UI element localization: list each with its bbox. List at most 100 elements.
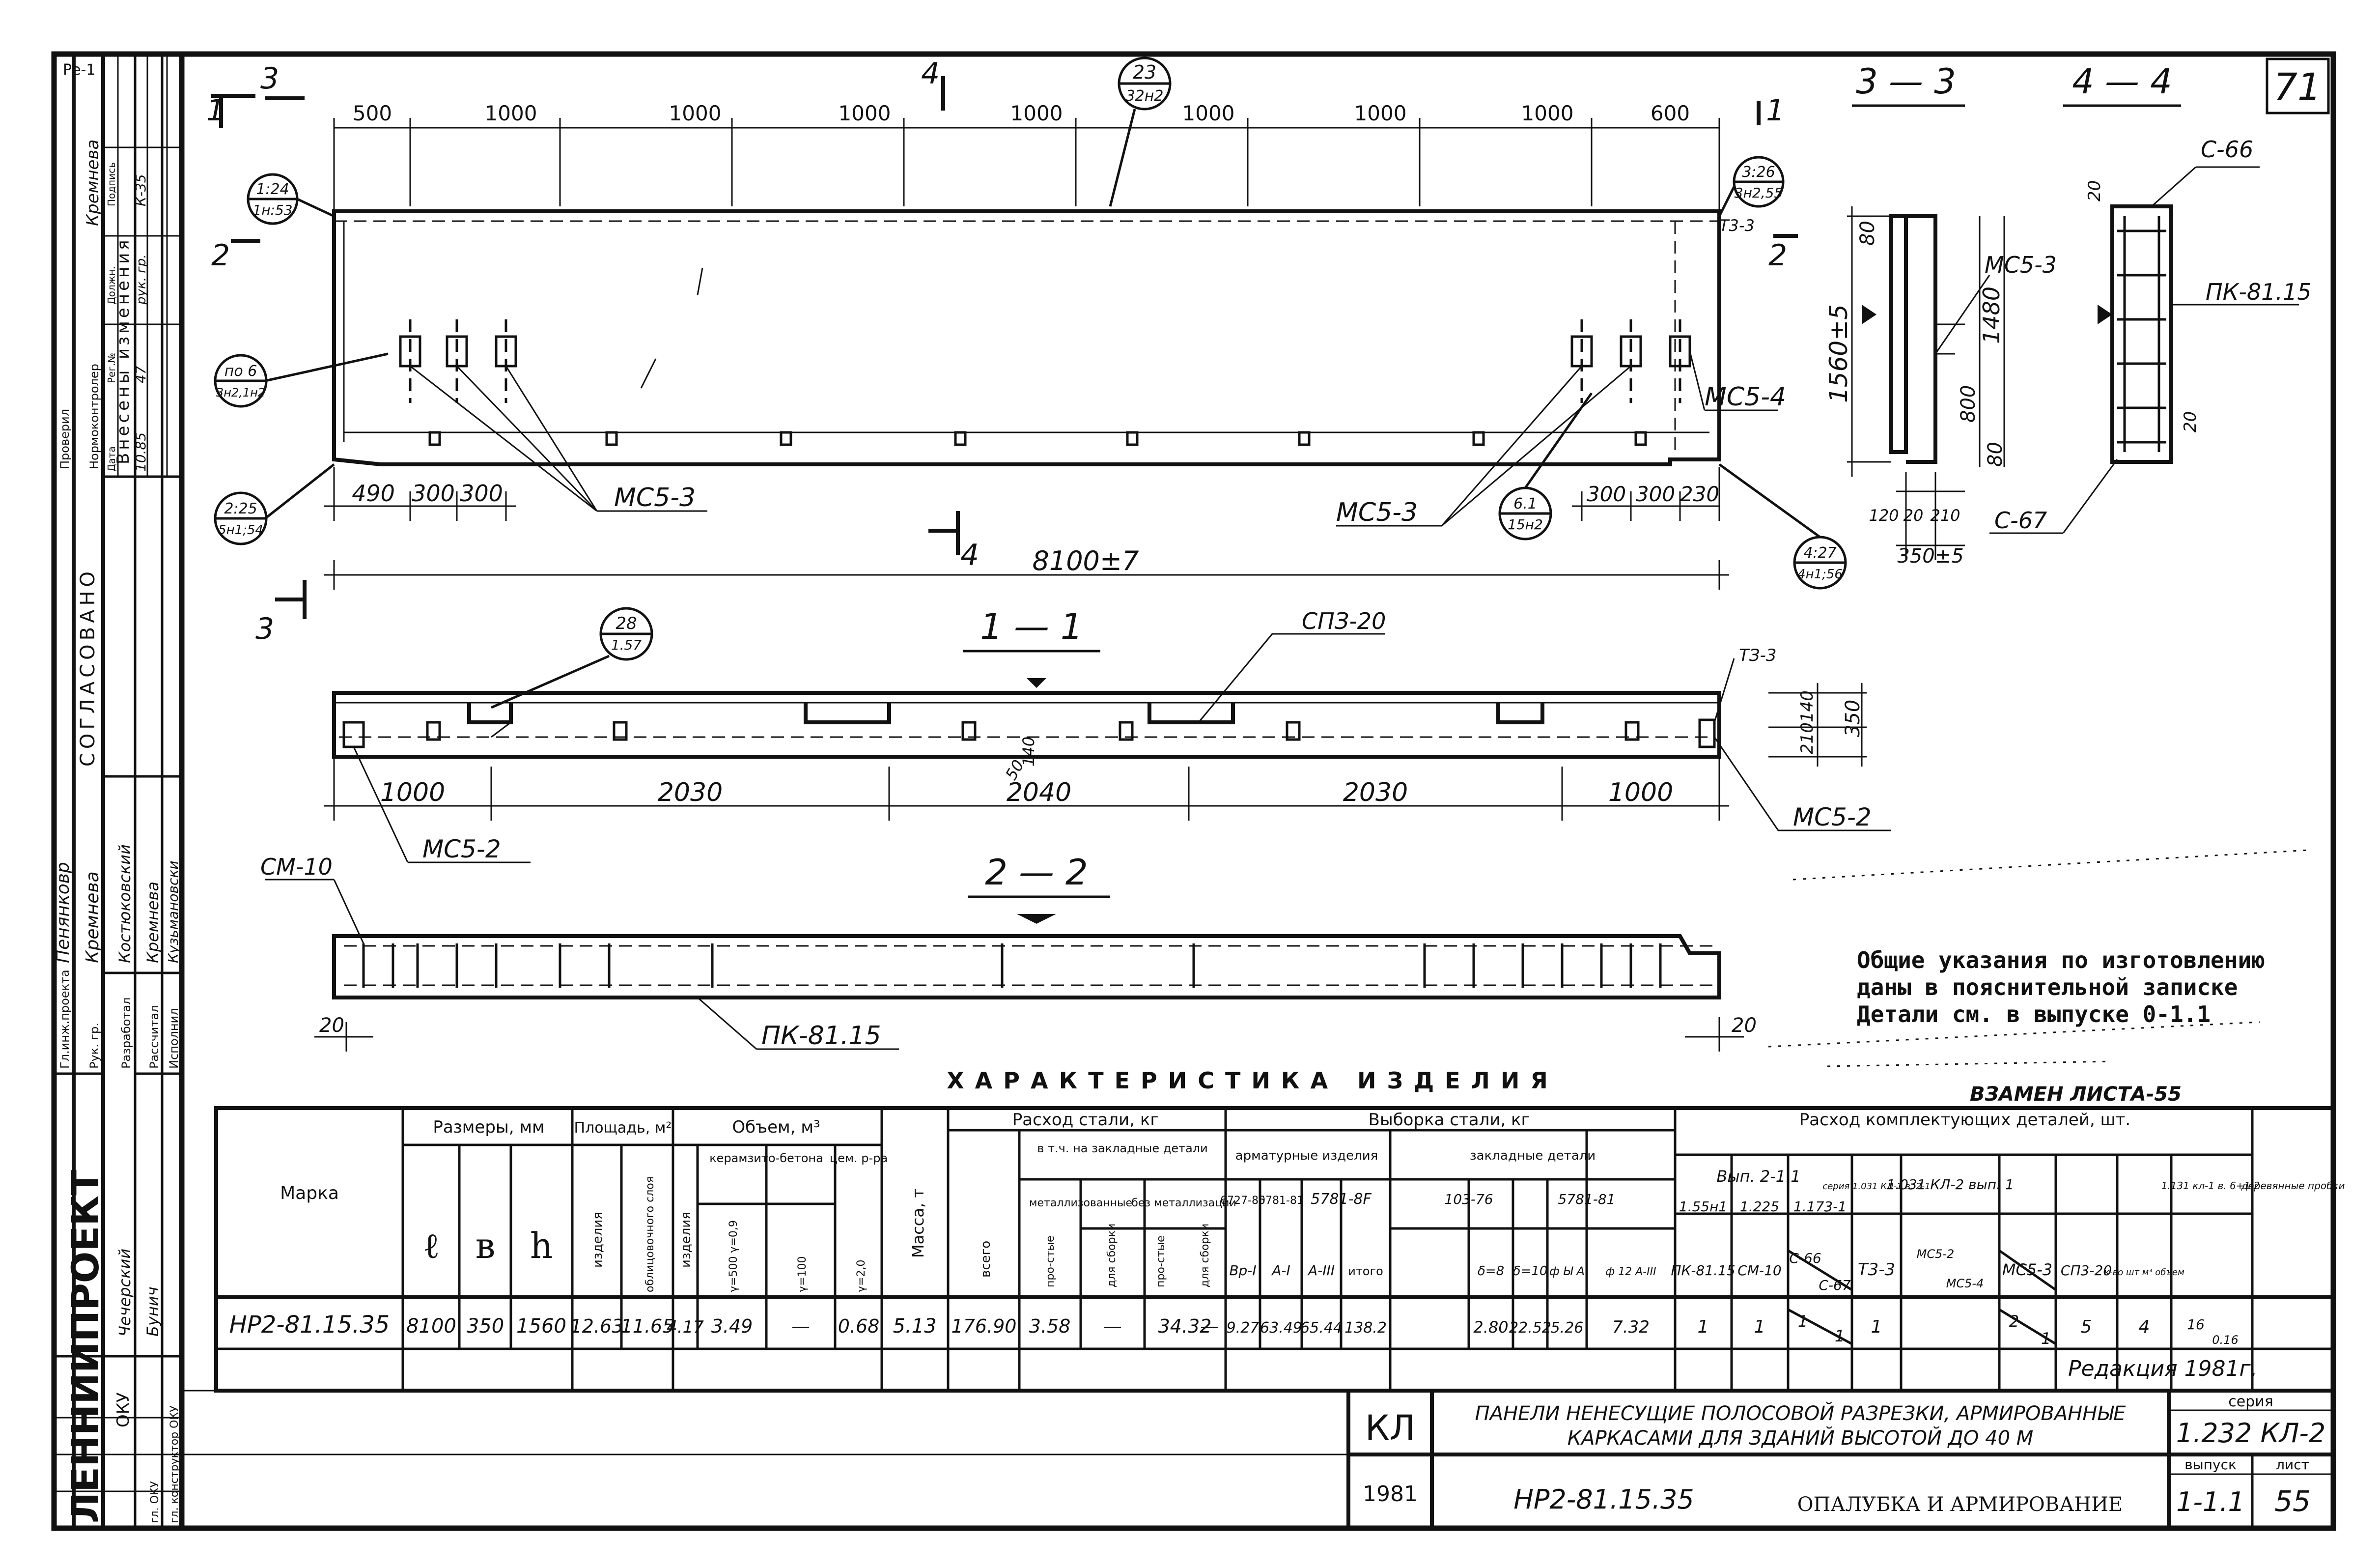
small-cell-1: Дата <box>106 446 117 472</box>
row-mass: 5.13 <box>893 1315 936 1338</box>
row-n5b: 1 <box>2041 1329 2051 1348</box>
tb-desc-1: ПАНЕЛИ НЕНЕСУЩИЕ ПОЛОСОВОЙ РАЗРЕЗКИ, АРМ… <box>1475 1401 2126 1425</box>
sub-steel-incl: в т.ч. на закладные детали <box>1037 1141 1207 1155</box>
bottom-dim-right-2: 300 <box>1636 482 1675 506</box>
row-vol4: 0.68 <box>838 1315 880 1337</box>
sec22-title: 2 — 2 <box>985 852 1088 893</box>
sub-p5a: МС5-2 <box>1917 1247 1955 1261</box>
sub-p2: СМ-10 <box>1737 1262 1781 1279</box>
sec11-dim-5: 1000 <box>1608 778 1673 807</box>
top-dim-2: 1000 <box>485 101 537 125</box>
hdr-mass: Масса, т <box>909 1189 927 1258</box>
tb-series: 1.232 КЛ-2 <box>2176 1418 2326 1449</box>
sec22-stirrups <box>362 943 1662 988</box>
tb-list: 55 <box>2274 1484 2311 1518</box>
sub-p3b: С-67 <box>1819 1277 1850 1293</box>
hdr-area: Площадь, м² <box>574 1119 672 1137</box>
sec11-mc52-left: МС5-2 <box>422 835 501 863</box>
row-b: 350 <box>467 1315 504 1338</box>
tb-year: 1981 <box>1363 1482 1418 1507</box>
sec11-height-350: 350 <box>1842 700 1864 737</box>
sec44-dim-top: 20 <box>2085 180 2104 201</box>
row-label-check: Проверил <box>58 409 72 469</box>
row-label-exec: Исполнил <box>167 1008 181 1069</box>
section-mark-3-bottom: 3 <box>255 612 274 646</box>
row-label-norm: Нормоконтролер <box>87 364 101 469</box>
section-1-1: 1 — 1 1000 2030 2040 2030 1000 5 <box>324 606 1891 863</box>
sec11-dim-3: 2040 <box>1007 778 1071 807</box>
hdr-steel: Расход стали, кг <box>1012 1110 1159 1130</box>
bottom-dim-left-2: 300 <box>412 480 455 507</box>
row-l: 8100 <box>406 1315 456 1338</box>
hdr-volume: Объем, м³ <box>732 1117 820 1137</box>
row-label-head: Рук. гр. <box>87 1023 101 1069</box>
top-dim-ticks <box>333 118 1720 211</box>
bubble-5-top: 2:25 <box>224 500 257 517</box>
top-dim-7: 1000 <box>1354 101 1407 125</box>
section-mark-2-left: 2 <box>211 238 230 273</box>
row-e1: 2.80 <box>1473 1318 1508 1337</box>
sec11-loops <box>342 718 1716 748</box>
sidebar-name-4: Костюковский <box>115 844 134 963</box>
sub-cls-3: А-III <box>1307 1262 1335 1279</box>
title-block: КЛ ПАНЕЛИ НЕНЕСУЩИЕ ПОЛОСОВОЙ РАЗРЕЗКИ, … <box>1346 1389 2335 1530</box>
sec33-dim-120: 120 <box>1869 506 1899 525</box>
row-label-dev: Разработал <box>119 998 133 1069</box>
bubble-8-bottom: 1.57 <box>611 637 642 653</box>
small-cell-4: Подпись <box>106 162 117 206</box>
sidebar-name-5: Кремнева <box>143 882 162 963</box>
section-mark-4-top: 4 <box>921 57 940 91</box>
small-cell-5: 10.85 <box>133 432 149 472</box>
row-n8a: 16 <box>2187 1316 2205 1333</box>
row-s4: — <box>1200 1315 1219 1337</box>
top-dim-9: 600 <box>1651 101 1690 125</box>
sec11-t33: ТЗ-3 <box>1739 646 1776 665</box>
row-r1: 9.27 <box>1227 1319 1260 1337</box>
org-dept: ОКУ <box>113 1392 133 1427</box>
corner-mark: Ре-1 <box>63 61 95 79</box>
row-s1: 3.58 <box>1029 1315 1071 1337</box>
tb-series-label: серия <box>2228 1393 2273 1410</box>
bubble-4-bottom: 3н2,1н2 <box>216 386 265 399</box>
sidebar: ЛЕННИИПРОЕКТ ОКУ СОГЛАСОВАНО Внесены изм… <box>51 54 185 1528</box>
sub-vol-b: γ=100 <box>796 1256 809 1292</box>
approved-label: СОГЛАСОВАНО <box>77 568 99 767</box>
sec33-dim-80-bottom: 80 <box>1984 442 2007 467</box>
general-notes: Общие указания по изготовлению даны в по… <box>1857 947 2265 1027</box>
empty-table-area <box>182 1390 1348 1455</box>
hdr-parts: Расход комплектующих деталей, шт. <box>1799 1110 2130 1130</box>
row-n5a: 2 <box>2009 1312 2019 1331</box>
row-vol2: 3.49 <box>711 1315 753 1337</box>
sec44-label-c67: С-67 <box>1994 507 2047 534</box>
tb-issue-label: выпуск <box>2184 1456 2237 1473</box>
sub-area-product: изделия <box>590 1212 605 1268</box>
small-cell-7: рук. гр. <box>134 254 149 305</box>
tb-sheet-title: ОПАЛУБКА И АРМИРОВАНИЕ <box>1797 1493 2123 1516</box>
row-n7: 4 <box>2139 1317 2150 1337</box>
sidebar-name-1: Кремнева <box>83 140 103 226</box>
sub-b: в <box>476 1225 496 1266</box>
row-n6: 5 <box>2081 1317 2092 1337</box>
tb-code: НР2-81.15.35 <box>1513 1484 1694 1515</box>
sub-p6: МС5-3 <box>2002 1260 2052 1279</box>
small-cell-3: Должн. <box>106 266 117 305</box>
sec11-mid-dim-140: 140 <box>1019 737 1038 767</box>
row-vol1: 4.17 <box>667 1317 704 1337</box>
sec44-label-c66: С-66 <box>2201 136 2253 163</box>
table-title: ХАРАКТЕРИСТИКА ИЗДЕЛИЯ <box>947 1067 1559 1094</box>
sec11-height-210: 210 <box>1797 722 1817 754</box>
top-dim-1: 500 <box>353 101 392 125</box>
sub-simple-b: про-стые <box>1155 1235 1167 1287</box>
bubble-2-bottom: 1н:53 <box>252 202 292 218</box>
top-view: 500 1000 1000 1000 1000 1000 1000 1000 6… <box>206 57 1847 709</box>
top-dim-4: 1000 <box>839 101 891 125</box>
sub-col-a: 1.55н1 <box>1679 1198 1727 1215</box>
tb-desc-2: КАРКАСАМИ ДЛЯ ЗДАНИЙ ВЫСОТОЙ ДО 40 М <box>1568 1426 2034 1450</box>
row-n3a: 1 <box>1798 1312 1808 1331</box>
bottom-dim-right-3: 230 <box>1680 482 1719 506</box>
sec22-dim-left: 20 <box>319 1014 344 1037</box>
sub-cls-2: А-I <box>1271 1262 1290 1279</box>
sub-col-f: 1.131 кл-1 в. 6+1.2 <box>2161 1180 2260 1192</box>
row-area2: 11.65 <box>621 1315 674 1337</box>
